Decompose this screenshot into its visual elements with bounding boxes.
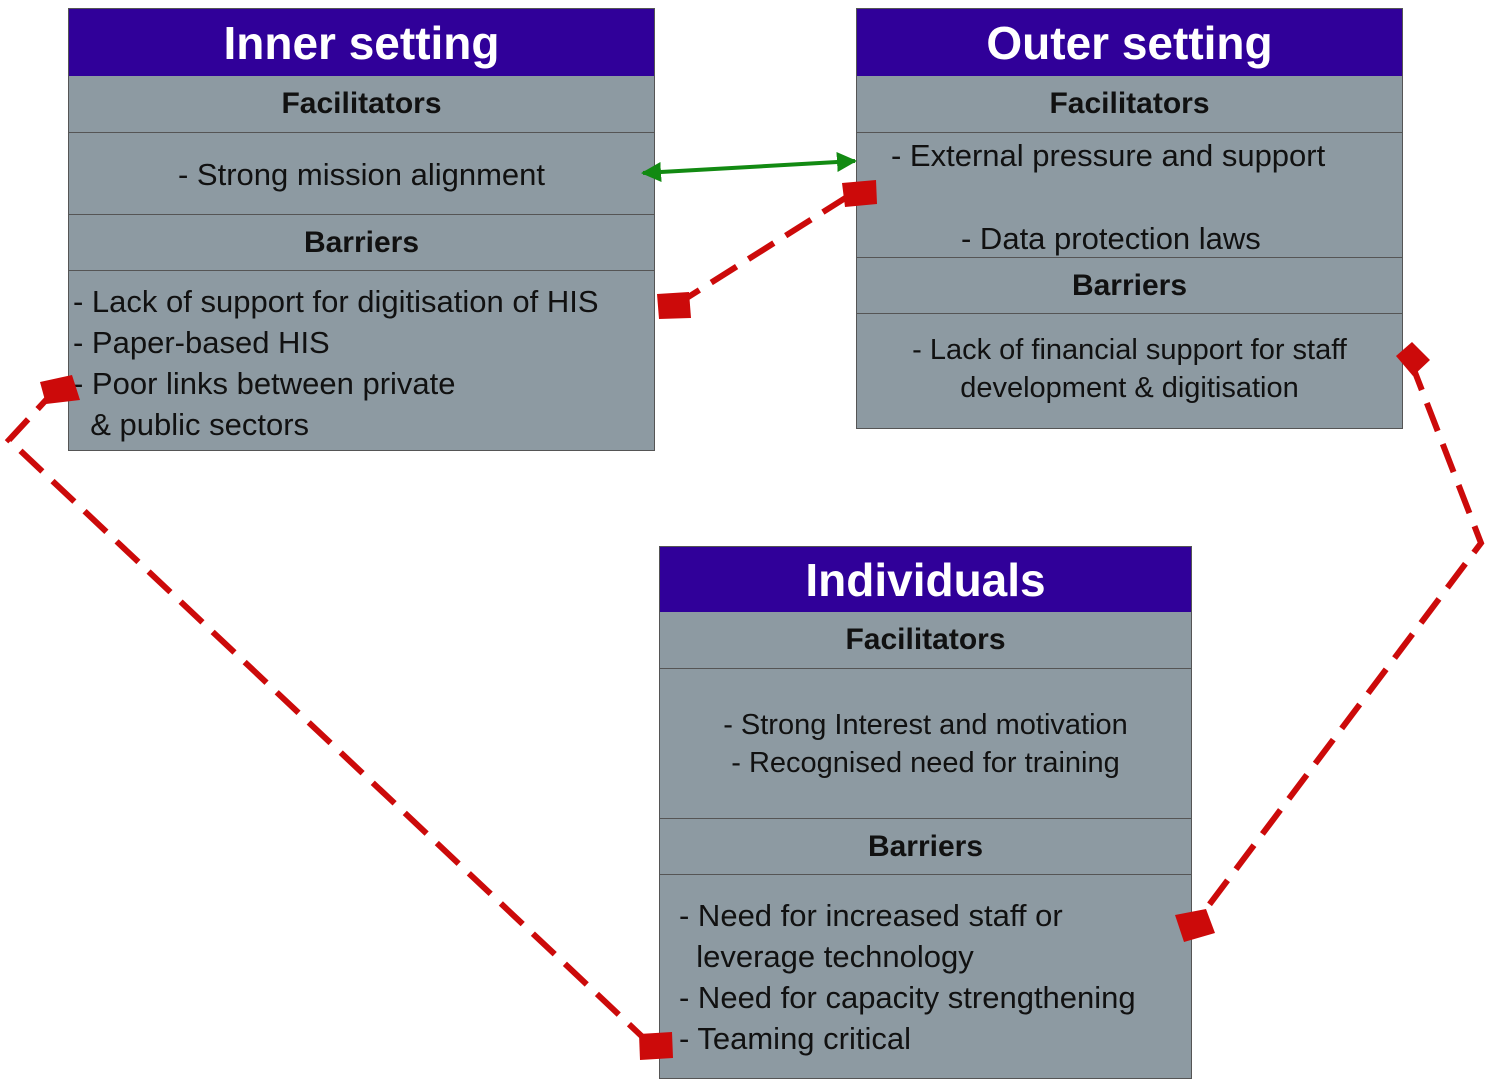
outer-facilitators-header: Facilitators [857, 76, 1402, 133]
individuals-facilitators-header: Facilitators [660, 612, 1191, 669]
outer-facilitators-list: - External pressure and support - Data p… [857, 133, 1402, 257]
individuals-title: Individuals [660, 547, 1191, 612]
outer-barrier-item: development & digitisation [960, 372, 1299, 404]
barrier-link-end-marker [657, 292, 691, 319]
outer-facilitator-item: - External pressure and support [891, 138, 1326, 173]
inner-setting-box: Inner setting Facilitators - Strong miss… [68, 8, 655, 451]
inner-barriers-header: Barriers [69, 214, 654, 271]
inner-facilitator-item: - Strong mission alignment [178, 157, 545, 192]
inner-barrier-item: & public sectors [73, 407, 310, 442]
outer-setting-title: Outer setting [857, 9, 1402, 76]
outer-facilitator-item: - Data protection laws [961, 221, 1261, 256]
inner-barrier-item: - Poor links between private [73, 366, 456, 401]
inner-facilitators-list: - Strong mission alignment [69, 133, 654, 214]
barrier-link-end-marker [842, 180, 877, 207]
outer-setting-box: Outer setting Facilitators - External pr… [856, 8, 1403, 429]
individuals-facilitator-item: - Strong Interest and motivation [723, 709, 1128, 741]
facilitator-link-arrow [641, 152, 857, 182]
individuals-barrier-item: leverage technology [679, 939, 974, 974]
individuals-barrier-item: - Need for increased staff or [679, 898, 1063, 933]
individuals-barriers-header: Barriers [660, 818, 1191, 875]
inner-facilitators-header: Facilitators [69, 76, 654, 133]
outer-barriers-list: - Lack of financial support for staff de… [857, 314, 1402, 407]
individuals-box: Individuals Facilitators - Strong Intere… [659, 546, 1192, 1079]
barrier-link-end-marker [639, 1032, 673, 1060]
barrier-link-outer-individuals [1191, 360, 1485, 927]
inner-setting-title: Inner setting [69, 9, 654, 76]
inner-barrier-item: - Lack of support for digitisation of HI… [73, 284, 599, 319]
barrier-link-end-marker [40, 375, 80, 404]
outer-barrier-item: - Lack of financial support for staff [912, 334, 1347, 366]
individuals-barrier-item: - Need for capacity strengthening [679, 980, 1136, 1015]
barrier-link-inner-outer [672, 187, 860, 309]
barrier-link-end-marker [1175, 909, 1215, 942]
inner-barriers-list: - Lack of support for digitisation of HI… [69, 271, 654, 445]
outer-barriers-header: Barriers [857, 257, 1402, 314]
individuals-facilitator-item: - Recognised need for training [731, 747, 1120, 779]
individuals-facilitators-list: - Strong Interest and motivation - Recog… [660, 669, 1191, 818]
barrier-link-inner-individuals [4, 384, 653, 1047]
inner-barrier-item: - Paper-based HIS [73, 325, 330, 360]
individuals-barrier-item: - Teaming critical [679, 1021, 912, 1056]
barrier-link-end-marker [1396, 342, 1430, 376]
individuals-barriers-list: - Need for increased staff or leverage t… [660, 875, 1191, 1059]
